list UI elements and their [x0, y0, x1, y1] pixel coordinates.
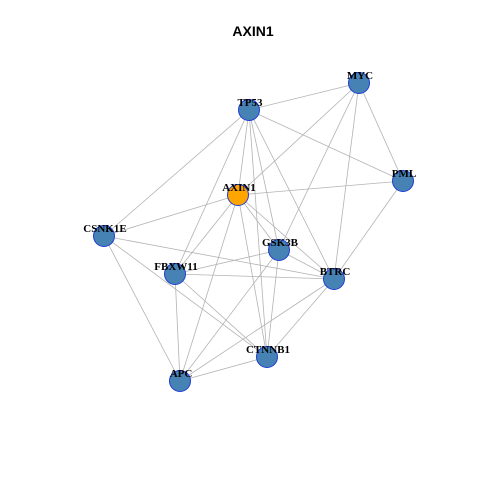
node-apc: APC	[169, 368, 193, 392]
node-circle	[268, 239, 290, 261]
node-ctnnb1: CTNNB1	[246, 344, 290, 368]
edge-axin1-fbxw11	[174, 194, 239, 275]
edge-csnk1e-apc	[103, 235, 181, 382]
edge-fbxw11-ctnnb1	[174, 273, 268, 358]
edge-gsk3b-fbxw11	[174, 249, 280, 275]
node-label: FBXW11	[154, 261, 197, 273]
node-gsk3b: GSK3B	[262, 237, 299, 261]
edge-gsk3b-ctnnb1	[266, 249, 280, 358]
node-label: CSNK1E	[83, 223, 126, 235]
edge-tp53-gsk3b	[248, 109, 280, 251]
edge-tp53-myc	[248, 82, 360, 111]
node-label: GSK3B	[262, 237, 299, 249]
edge-btrc-apc	[179, 278, 335, 382]
node-circle	[348, 72, 370, 94]
edge-tp53-btrc	[248, 109, 335, 280]
edge-myc-axin1	[237, 82, 360, 196]
edge-tp53-axin1	[237, 109, 250, 196]
node-label: TP53	[237, 97, 263, 109]
edge-tp53-ctnnb1	[248, 109, 268, 358]
edge-axin1-ctnnb1	[237, 194, 268, 358]
graph-title: AXIN1	[232, 23, 273, 39]
node-csnk1e: CSNK1E	[83, 223, 127, 247]
edge-tp53-csnk1e	[103, 109, 250, 237]
node-label: PML	[392, 168, 416, 180]
edge-btrc-ctnnb1	[266, 278, 335, 358]
node-tp53: TP53	[237, 97, 263, 121]
edge-fbxw11-apc	[174, 273, 181, 382]
node-circle	[227, 184, 249, 206]
edge-pml-axin1	[237, 180, 404, 196]
edge-axin1-csnk1e	[103, 194, 239, 237]
edge-myc-pml	[358, 82, 404, 182]
edge-axin1-apc	[179, 194, 239, 382]
edge-csnk1e-ctnnb1	[103, 235, 268, 358]
node-circle	[169, 370, 191, 392]
node-circle	[256, 346, 278, 368]
edge-ctnnb1-apc	[179, 356, 268, 382]
node-label: CTNNB1	[246, 344, 290, 356]
edge-myc-btrc	[333, 82, 360, 280]
node-circle	[238, 99, 260, 121]
edge-tp53-fbxw11	[174, 109, 250, 275]
node-label: APC	[170, 368, 193, 380]
edge-tp53-pml	[248, 109, 404, 182]
edge-csnk1e-btrc	[103, 235, 335, 280]
edge-axin1-gsk3b	[237, 194, 280, 251]
node-myc: MYC	[347, 70, 373, 94]
edges-layer	[103, 82, 404, 382]
node-pml: PML	[392, 168, 416, 192]
edge-gsk3b-apc	[179, 249, 280, 382]
node-axin1: AXIN1	[222, 182, 256, 206]
node-fbxw11: FBXW11	[154, 261, 198, 285]
node-circle	[93, 225, 115, 247]
node-circle	[392, 170, 414, 192]
node-circle	[164, 263, 186, 285]
node-label: AXIN1	[222, 182, 256, 194]
edge-pml-btrc	[333, 180, 404, 280]
edge-fbxw11-btrc	[174, 273, 335, 280]
node-label: BTRC	[320, 266, 351, 278]
node-label: MYC	[347, 70, 373, 82]
node-btrc: BTRC	[320, 266, 351, 290]
edge-myc-gsk3b	[278, 82, 360, 251]
edge-axin1-btrc	[237, 194, 335, 280]
node-circle	[323, 268, 345, 290]
